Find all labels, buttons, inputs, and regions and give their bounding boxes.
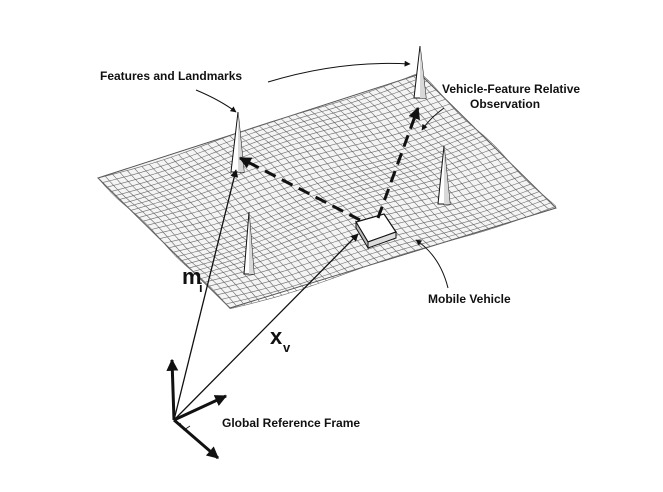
landmark-spike-right	[437, 145, 451, 205]
label-observation-line1: Vehicle-Feature Relative	[442, 82, 580, 96]
symbol-x-v: x v	[270, 324, 291, 355]
symbol-m-sub: i	[199, 280, 203, 295]
vector-x-v	[173, 233, 359, 421]
label-vehicle: Mobile Vehicle	[428, 292, 511, 306]
label-observation-line2: Observation	[470, 97, 540, 111]
symbol-m-i: m i	[182, 264, 203, 295]
landmark-spike-top	[413, 45, 427, 99]
label-features: Features and Landmarks	[100, 69, 242, 83]
vector-m-i	[173, 169, 239, 421]
symbol-x-sub: v	[283, 340, 291, 355]
pointer-features-to-top	[267, 60, 411, 83]
landmark-spike-lower	[243, 211, 255, 275]
pointer-features-to-left	[195, 89, 237, 113]
global-frame-axes	[166, 358, 228, 460]
symbol-x: x	[270, 324, 283, 349]
mobile-vehicle	[355, 213, 397, 250]
symbol-m: m	[182, 264, 202, 289]
observation-arrow-left	[238, 156, 361, 222]
label-frame: Global Reference Frame	[222, 416, 360, 430]
observation-arrow-top	[376, 106, 420, 219]
pointer-observation	[421, 107, 445, 131]
pointer-vehicle	[415, 239, 449, 289]
